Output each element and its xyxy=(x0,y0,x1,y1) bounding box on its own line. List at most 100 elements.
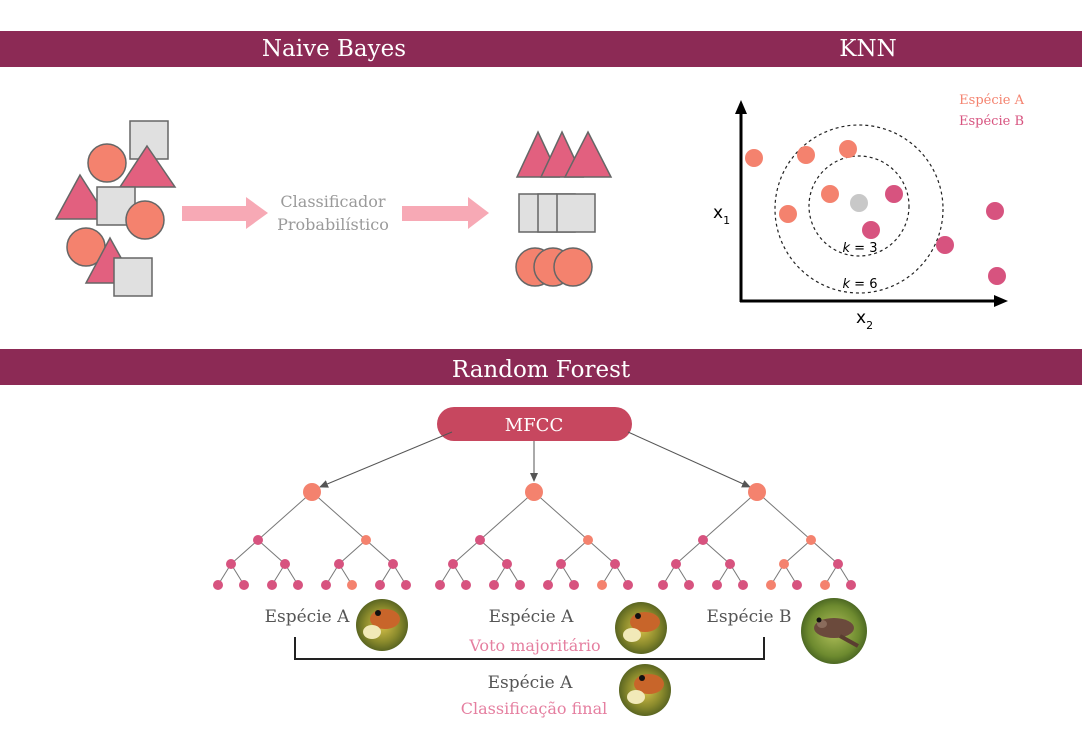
tree-edge xyxy=(783,539,812,565)
knn-point-species-b xyxy=(885,185,903,203)
tree-leaf-node xyxy=(375,580,385,590)
classifier-label-line1: Classificador xyxy=(280,192,385,211)
tree-leaf-node xyxy=(543,580,553,590)
tree-internal-node xyxy=(361,535,371,545)
mfcc-root-label: MFCC xyxy=(505,415,563,436)
tree-1-species-label: Espécie A xyxy=(265,607,350,627)
tree-root-node xyxy=(303,483,321,501)
arrow-to-classifier-icon xyxy=(182,197,268,229)
gray-square-shape xyxy=(113,257,153,297)
knn-point-species-a xyxy=(821,185,839,203)
tree-root-node xyxy=(525,483,543,501)
mfcc-root-node xyxy=(437,407,632,441)
pink-triangle-shape xyxy=(563,130,613,178)
header-band-top xyxy=(0,31,1082,67)
tree-leaf-node xyxy=(293,580,303,590)
tree-edge xyxy=(702,539,731,565)
tree-edge xyxy=(365,539,394,565)
tree-edge xyxy=(533,491,589,541)
tree-leaf-node xyxy=(792,580,802,590)
tree-leaf-node xyxy=(569,580,579,590)
naive-bayes-title: Naive Bayes xyxy=(261,36,407,62)
tree-internal-node xyxy=(448,559,458,569)
tree-leaf-node xyxy=(515,580,525,590)
coral-circle-shape xyxy=(87,143,127,183)
tree-edge xyxy=(479,539,508,565)
tree-internal-node xyxy=(226,559,236,569)
tree-internal-node xyxy=(475,535,485,545)
knn-point-species-a xyxy=(839,140,857,158)
tree-internal-node xyxy=(583,535,593,545)
naive-bayes-output-shapes xyxy=(515,130,613,287)
classifier-label-line2: Probabilístico xyxy=(277,215,389,234)
knn-outer-neighborhood xyxy=(774,124,944,294)
tree-edge xyxy=(452,539,481,565)
tree-internal-node xyxy=(833,559,843,569)
knn-query-point xyxy=(850,194,868,212)
tree-edge xyxy=(479,491,535,541)
majority-vote-bracket xyxy=(294,637,765,660)
tree-leaf-node xyxy=(239,580,249,590)
tree-internal-node xyxy=(725,559,735,569)
knn-legend-species-a: Espécie A xyxy=(959,93,1024,108)
tree-leaf-node xyxy=(846,580,856,590)
knn-k6-label: k = 6 xyxy=(843,277,878,292)
tree-leaf-node xyxy=(321,580,331,590)
tree-internal-node xyxy=(671,559,681,569)
tree-leaf-node xyxy=(712,580,722,590)
tree-internal-node xyxy=(280,559,290,569)
tree-leaf-node xyxy=(766,580,776,590)
tree-edge xyxy=(338,539,367,565)
tree-edge xyxy=(810,539,839,565)
tree-leaf-node xyxy=(597,580,607,590)
tree-leaf-node xyxy=(658,580,668,590)
tree-leaf-node xyxy=(435,580,445,590)
coral-circle-shape xyxy=(553,247,593,287)
knn-y-axis-arrowhead-icon xyxy=(735,100,747,114)
tree-edge xyxy=(587,539,616,565)
gray-square-shape xyxy=(556,193,596,233)
frog-photo-species-a-icon xyxy=(356,599,408,651)
tree-leaf-node xyxy=(684,580,694,590)
tree-internal-node xyxy=(253,535,263,545)
tree-edge xyxy=(756,491,812,541)
random-forest-title: Random Forest xyxy=(451,357,631,383)
tree-edge xyxy=(675,539,704,565)
tree-edge xyxy=(230,539,259,565)
knn-point-species-a xyxy=(797,146,815,164)
tree-leaf-node xyxy=(489,580,499,590)
knn-legend-species-b: Espécie B xyxy=(959,114,1024,129)
decision-trees xyxy=(213,483,856,590)
frog-photo-final-icon xyxy=(619,664,671,716)
tree-3-species-label: Espécie B xyxy=(707,607,792,627)
knn-point-species-a xyxy=(779,205,797,223)
knn-point-species-b xyxy=(988,267,1006,285)
tree-leaf-node xyxy=(738,580,748,590)
tree-edge xyxy=(311,491,367,541)
majority-vote-label: Voto majoritário xyxy=(468,636,600,655)
tree-edge xyxy=(702,491,758,541)
final-classification-label: Classificação final xyxy=(461,699,607,718)
tree-leaf-node xyxy=(347,580,357,590)
tree-leaf-node xyxy=(461,580,471,590)
random-forest-diagram: MFCC Espécie A Espécie A Espécie B Voto … xyxy=(213,407,867,718)
frog-photo-species-a-icon xyxy=(615,602,667,654)
tree-leaf-node xyxy=(213,580,223,590)
tree-internal-node xyxy=(502,559,512,569)
tree-internal-node xyxy=(610,559,620,569)
root-to-tree-edge xyxy=(627,431,751,488)
tree-internal-node xyxy=(556,559,566,569)
knn-y-axis-label: x1 xyxy=(713,203,730,227)
header-band-middle xyxy=(0,349,1082,385)
arrow-to-output-icon xyxy=(402,197,489,229)
pink-triangle-shape xyxy=(54,173,110,220)
tree-internal-node xyxy=(388,559,398,569)
knn-title: KNN xyxy=(839,36,897,62)
tree-internal-node xyxy=(806,535,816,545)
tree-edge xyxy=(257,491,313,541)
coral-circle-shape xyxy=(125,200,165,240)
tree-internal-node xyxy=(779,559,789,569)
tree-edge xyxy=(560,539,589,565)
root-to-tree-edge xyxy=(319,431,453,488)
